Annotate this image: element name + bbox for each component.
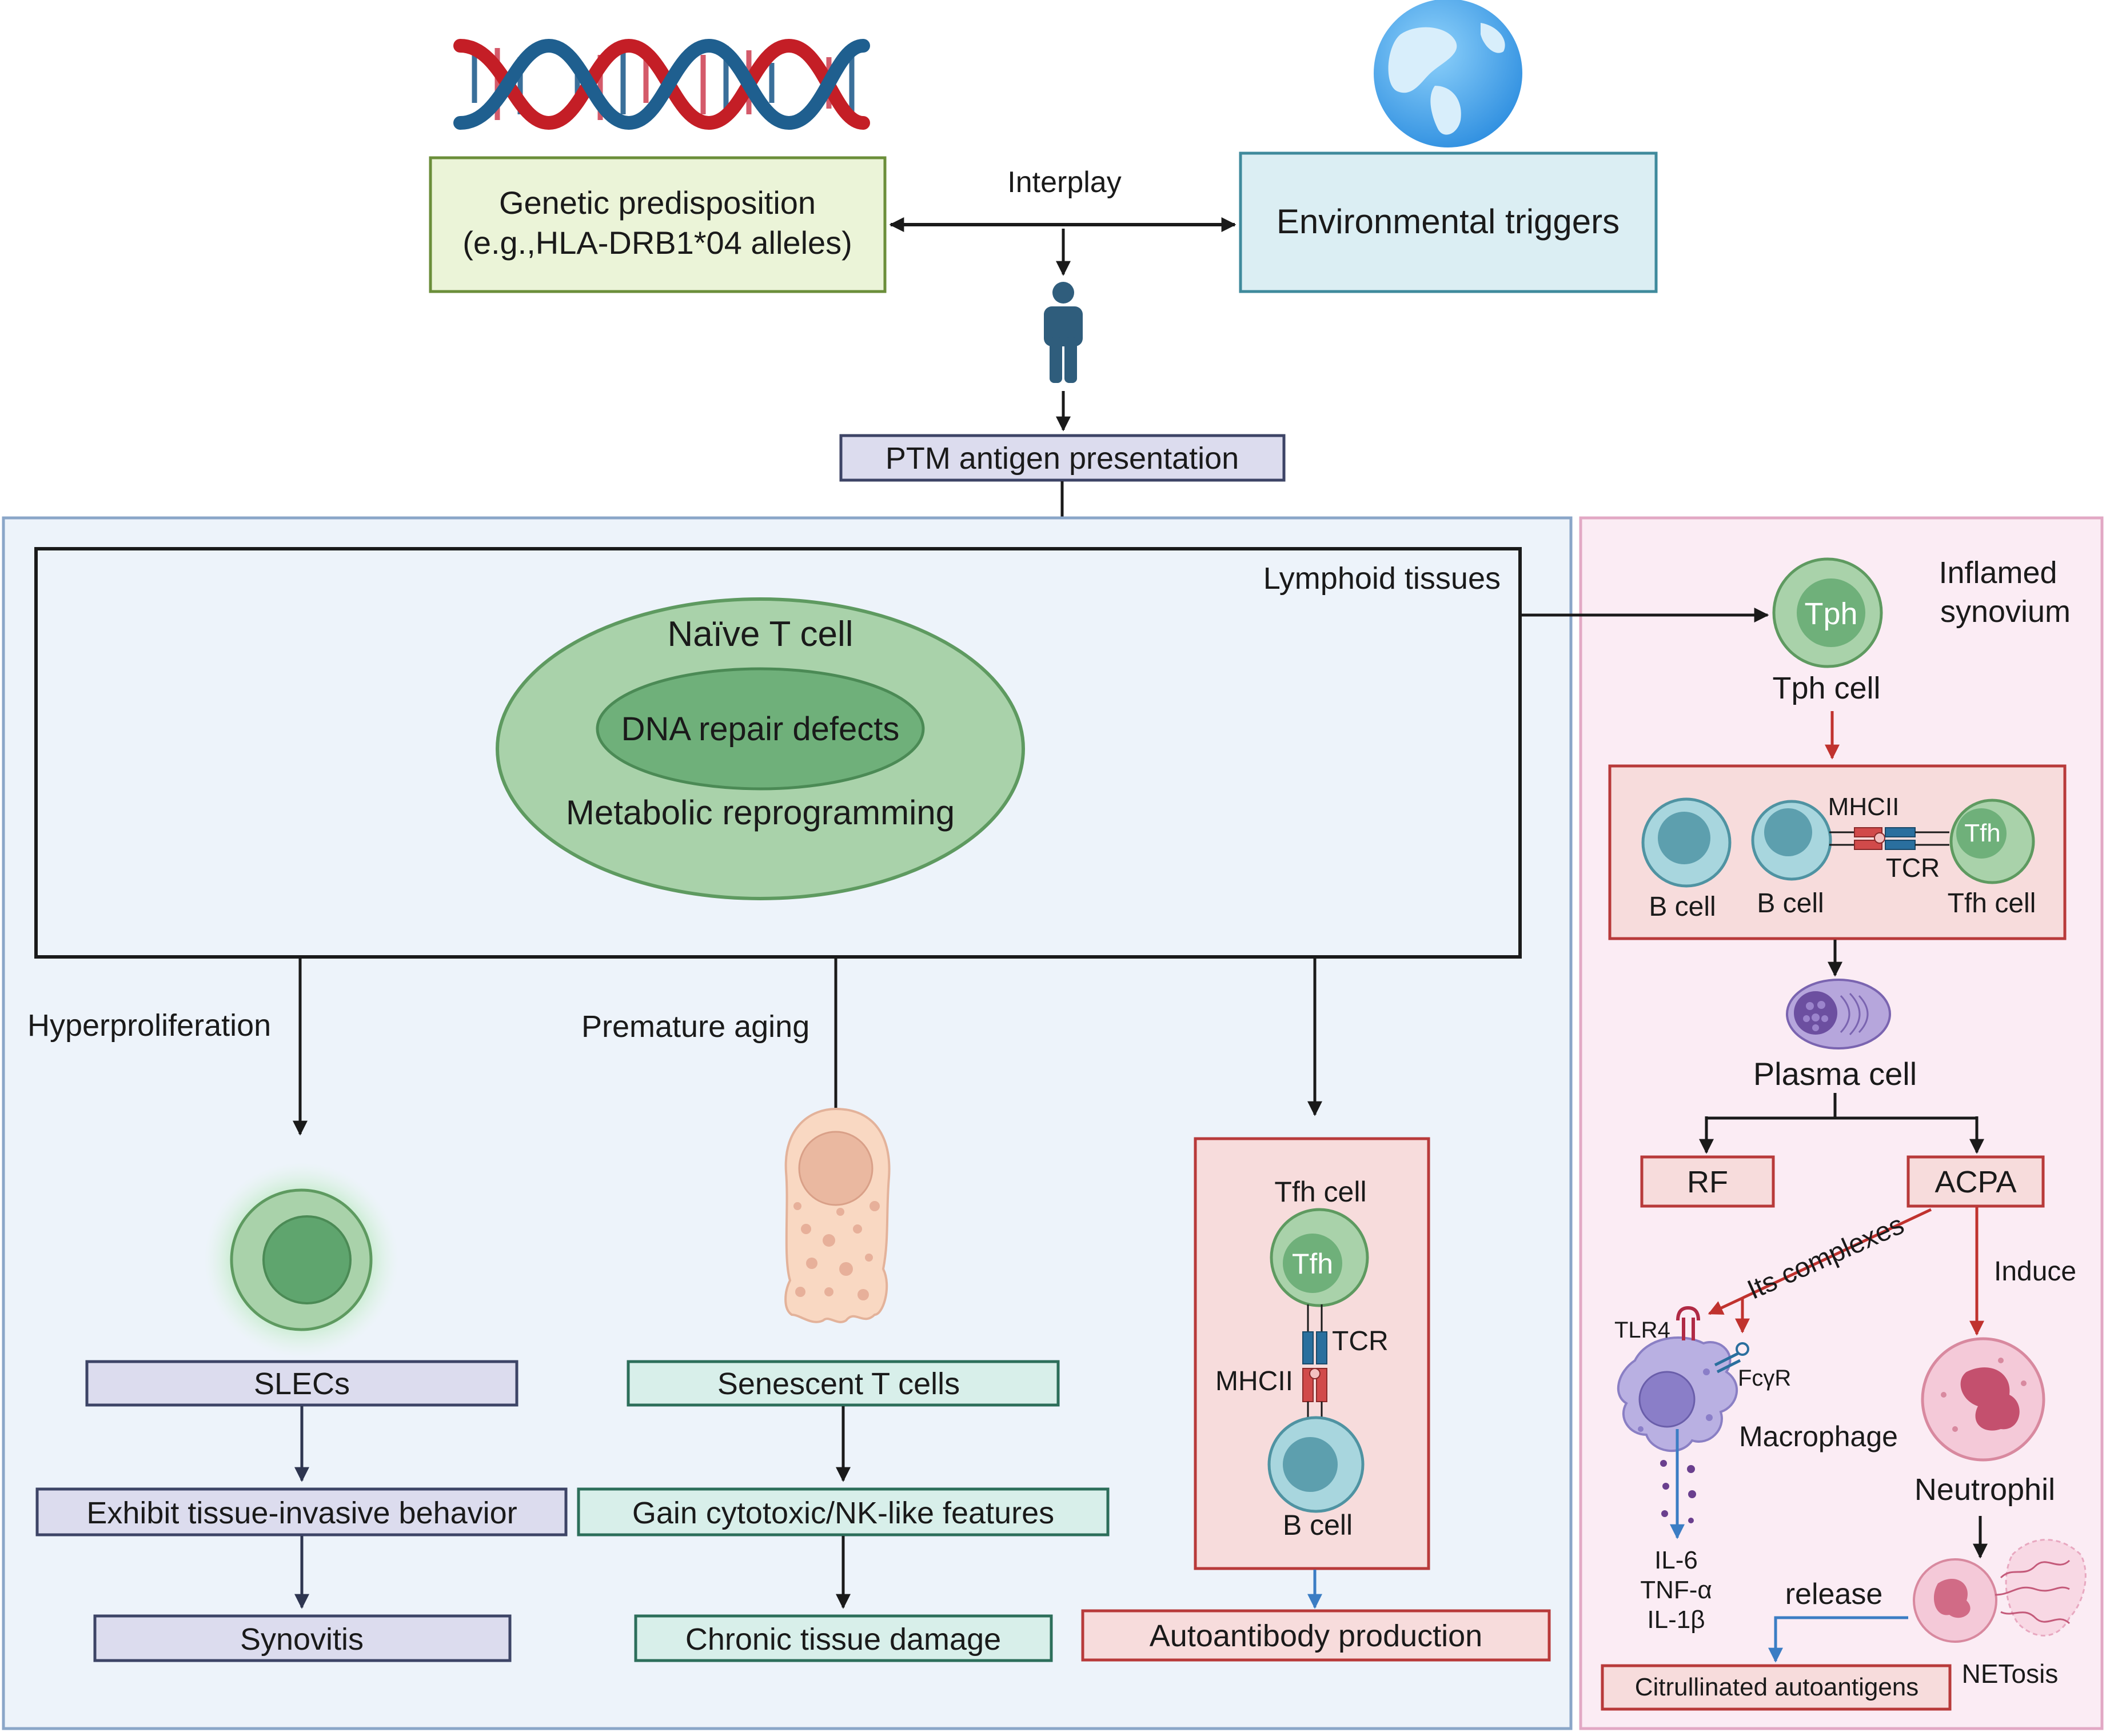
tfh-cell-label: Tfh cell	[1274, 1176, 1366, 1208]
autoantibody-production-label: Autoantibody production	[1150, 1619, 1482, 1653]
synovium-tcr-mhcii-complex-icon	[1829, 827, 1949, 850]
synovium-tfh-tag: Tfh	[1964, 819, 2001, 847]
fcgr-receptor-icon	[1714, 1342, 1749, 1374]
tcr-mhcii-complex-icon	[1302, 1304, 1327, 1429]
tcr-label: TCR	[1332, 1326, 1389, 1356]
genetic-predisposition-box	[429, 156, 887, 293]
interplay-label: Interplay	[1007, 166, 1121, 199]
citrullinated-autoantigens-box	[1601, 1664, 1952, 1711]
macrophage-label: Macrophage	[1739, 1420, 1898, 1452]
neutrophil-icon	[1921, 1337, 2045, 1462]
slec-cell-icon	[204, 1163, 398, 1357]
ptm-antigen-presentation-label: PTM antigen presentation	[886, 441, 1239, 476]
chronic-damage-box	[634, 1614, 1053, 1662]
dna-repair-defects-label: DNA repair defects	[621, 711, 900, 748]
citrullinated-autoantigens-label: Citrullinated autoantigens	[1635, 1673, 1919, 1701]
neutrophil-label: Neutrophil	[1914, 1472, 2055, 1507]
synovium-tfh-nucleus	[1956, 808, 2007, 859]
synovium-tcr-label: TCR	[1886, 853, 1940, 883]
synovium-b-cell-2-nucleus	[1764, 808, 1812, 856]
complexes-to-tlr4-arrow	[1708, 1208, 1932, 1315]
tfh-nucleus	[1283, 1234, 1342, 1293]
globe-icon	[1374, 0, 1522, 147]
premature-aging-label: Premature aging	[581, 1009, 809, 1044]
tissue-invasive-box	[35, 1487, 568, 1537]
metabolic-reprogramming-label: Metabolic reprogramming	[566, 793, 955, 832]
mhcii-label: MHCII	[1215, 1366, 1293, 1396]
environmental-triggers-box	[1239, 151, 1658, 293]
b-cell-label: B cell	[1283, 1509, 1353, 1541]
cytokine-il6-label: IL-6	[1654, 1546, 1698, 1574]
acpa-box	[1906, 1155, 2045, 1208]
tph-cell-label: Tph cell	[1772, 671, 1880, 705]
hyperproliferation-label: Hyperproliferation	[27, 1008, 271, 1043]
tph-nucleus	[1797, 578, 1865, 647]
chronic-damage-label: Chronic tissue damage	[685, 1622, 1001, 1657]
senescent-t-cells-label: Senescent T cells	[717, 1367, 960, 1401]
synovitis-box	[93, 1614, 512, 1662]
acpa-label: ACPA	[1935, 1165, 2016, 1199]
tissue-invasive-label: Exhibit tissue-invasive behavior	[86, 1496, 517, 1530]
cytotoxic-box	[577, 1487, 1110, 1537]
netosis-icon	[1913, 1539, 2087, 1643]
synovium-label: synovium	[1940, 594, 2071, 629]
inflamed-label: Inflamed	[1939, 556, 2057, 590]
synovium-tfh-cell-label: Tfh cell	[1948, 888, 2036, 919]
senescent-cell-icon	[784, 1107, 891, 1323]
fcgr-label: FcγR	[1738, 1366, 1791, 1391]
macrophage-icon	[1617, 1336, 1738, 1452]
autoantibody-production-box	[1081, 1609, 1551, 1662]
dna-helix-icon	[453, 38, 870, 130]
synovitis-label: Synovitis	[240, 1622, 364, 1657]
cytokine-tnf-label: TNF-α	[1640, 1576, 1712, 1604]
tlr4-label: TLR4	[1614, 1318, 1670, 1343]
induce-label: Induce	[1994, 1256, 2076, 1287]
rf-label: RF	[1687, 1165, 1728, 1199]
slecs-box	[85, 1360, 518, 1407]
inflamed-synovium-panel	[1579, 516, 2104, 1730]
environmental-triggers-label: Environmental triggers	[1277, 202, 1620, 241]
rf-box	[1640, 1155, 1775, 1208]
lymphoid-tissues-label: Lymphoid tissues	[1263, 561, 1501, 596]
release-label: release	[1785, 1578, 1883, 1611]
genetic-predisposition-example: (e.g.,HLA-DRB1*04 alleles)	[462, 225, 852, 261]
plasma-cell-icon	[1786, 979, 1891, 1049]
ptm-antigen-presentation-box	[839, 434, 1286, 482]
nucleus	[596, 667, 925, 791]
tfh-cell-tag: Tfh	[1292, 1248, 1333, 1280]
cytotoxic-label: Gain cytotoxic/NK-like features	[632, 1496, 1054, 1530]
slecs-label: SLECs	[254, 1367, 350, 1401]
netosis-label: NETosis	[1962, 1659, 2059, 1689]
synovium-mhcii-label: MHCII	[1828, 793, 1900, 821]
senescent-t-cells-box	[627, 1360, 1060, 1407]
tlr4-receptor-icon	[1676, 1306, 1700, 1340]
cytokine-granules-icon	[1660, 1460, 1696, 1523]
synovium-b-cell-1-label: B cell	[1649, 892, 1716, 922]
tph-tag: Tph	[1804, 597, 1857, 631]
release-arrow	[1768, 1616, 1908, 1663]
plasma-cell-label: Plasma cell	[1753, 1056, 1917, 1092]
synovium-b-cell-2-label: B cell	[1757, 888, 1824, 919]
person-icon	[1044, 282, 1083, 383]
genetic-predisposition-label: Genetic predisposition	[499, 185, 816, 221]
synovium-b-cell-1-nucleus	[1658, 812, 1710, 864]
b-cell-nucleus	[1283, 1437, 1338, 1492]
naive-t-cell-label: Naïve T cell	[667, 614, 853, 654]
cytokine-il1b-label: IL-1β	[1647, 1606, 1705, 1634]
